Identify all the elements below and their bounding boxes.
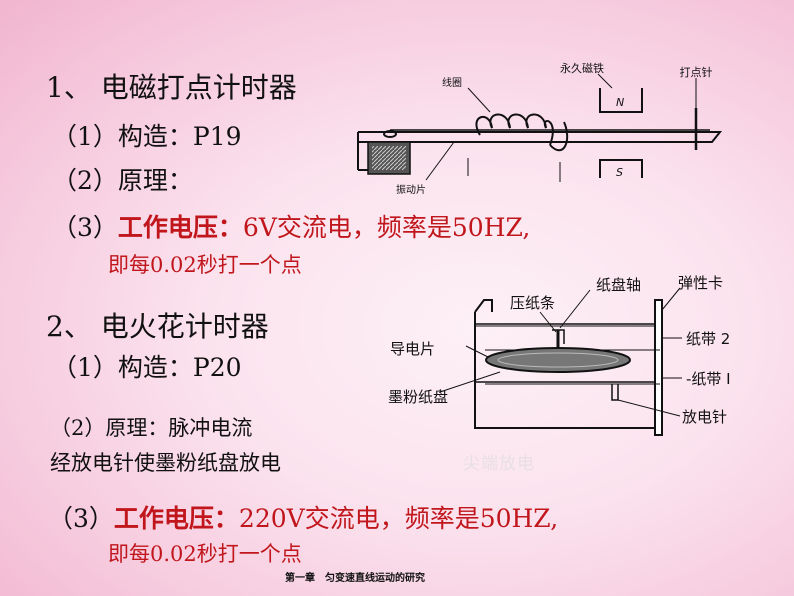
tape1-label: -纸带 I — [686, 370, 731, 388]
discharge-needle-label: 放电针 — [682, 408, 727, 426]
magnet-label: 永久磁铁 — [560, 61, 604, 75]
base-plate — [358, 131, 723, 143]
vibrator-label: 振动片 — [396, 183, 426, 196]
section1-voltage-label: 工作电压： — [117, 213, 243, 242]
spark-timer-diagram: 纸盘轴 弹性卡 压纸条 导电片 纸带 2 -纸带 I 墨粉纸盘 放电针 — [388, 274, 731, 436]
ink-disc-label: 墨粉纸盘 — [388, 388, 448, 406]
conductor-label: 导电片 — [390, 340, 435, 358]
section1-voltage-prefix: （3） — [52, 213, 118, 242]
discharge-needle — [611, 384, 619, 401]
ink-disc — [485, 347, 631, 373]
needle-label: 打点针 — [680, 65, 713, 79]
press-bar-label: 压纸条 — [510, 294, 555, 312]
magnet-s — [599, 159, 643, 178]
section1-interval: 即每0.02秒打一个点 — [108, 253, 302, 277]
section2-title: 2、 电火花计时器 — [46, 310, 269, 343]
coil-label: 线圈 — [442, 76, 462, 89]
tape2-label: 纸带 2 — [686, 330, 730, 348]
tip-discharge-label: 尖端放电 — [463, 454, 535, 474]
coil — [475, 113, 554, 146]
section2-principle-line2: 经放电针使墨粉纸盘放电 — [50, 451, 281, 475]
disc-axis-label: 纸盘轴 — [596, 276, 641, 294]
section1-title: 1、 电磁打点计时器 — [46, 71, 297, 104]
section2-construction: （1）构造：P20 — [52, 353, 242, 382]
section1-principle: （2）原理： — [52, 166, 193, 195]
section1-voltage-value: 6V交流电，频率是50HZ, — [242, 213, 531, 242]
footer-chapter: 第一章 匀变速直线运动的研究 — [285, 573, 425, 584]
section2-voltage-value: 220V交流电，频率是50HZ, — [238, 504, 559, 533]
magnet-n — [599, 88, 643, 113]
section2-voltage: （3）工作电压：220V交流电，频率是50HZ, — [48, 506, 558, 531]
electromagnetic-timer-diagram: 线圈 永久磁铁 打点针 振动片 N S — [357, 61, 723, 196]
section1-construction: （1）构造：P19 — [52, 122, 242, 151]
section2-interval: 即每0.02秒打一个点 — [108, 542, 302, 566]
pole-s-label: S — [616, 166, 623, 179]
side-plate — [654, 299, 663, 436]
section1-voltage: （3）工作电压：6V交流电，频率是50HZ, — [52, 215, 530, 240]
section2-principle-line1: （2）原理：脉冲电流 — [50, 416, 253, 440]
section2-voltage-label: 工作电压： — [113, 504, 239, 533]
section2-voltage-prefix: （3） — [48, 504, 114, 533]
spring-clip-label: 弹性卡 — [678, 274, 723, 292]
pole-n-label: N — [616, 96, 624, 109]
